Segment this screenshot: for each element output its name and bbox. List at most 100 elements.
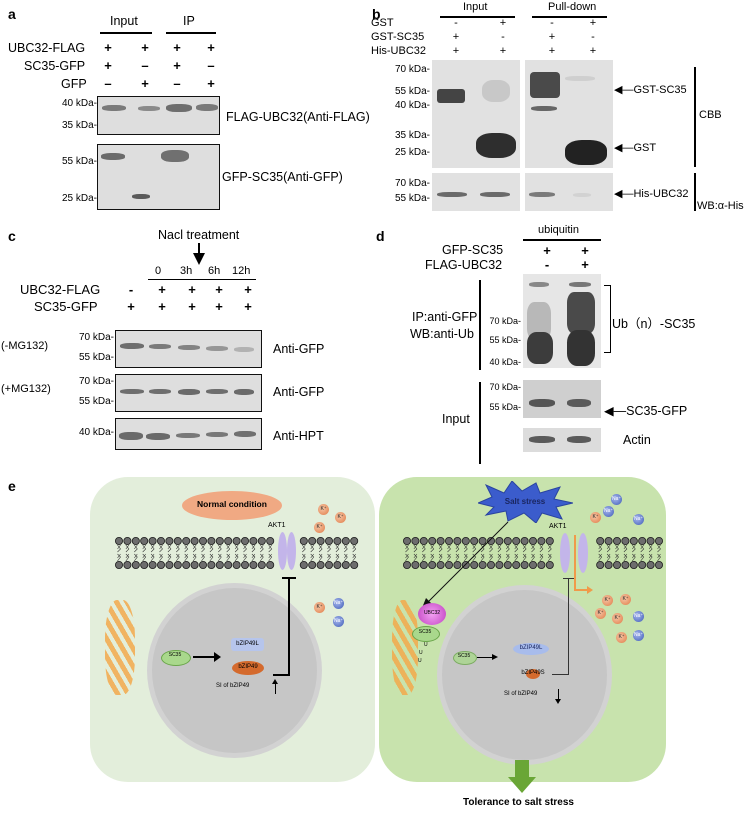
lipid-head bbox=[173, 560, 182, 569]
lipid-head bbox=[419, 560, 428, 569]
kda-marker: 70 kDa- bbox=[394, 178, 430, 189]
lipid-head bbox=[207, 537, 216, 545]
bzip49-label: bZIP49 bbox=[238, 664, 258, 670]
si-label: SI of bZIP49 bbox=[504, 691, 538, 697]
lipid-head bbox=[529, 560, 538, 569]
k-ion: K⁺ bbox=[612, 613, 623, 624]
lipid-tail bbox=[352, 544, 357, 562]
condition-label: (+MG132) bbox=[1, 383, 51, 395]
mark: + bbox=[188, 299, 196, 314]
er-organelle bbox=[392, 600, 418, 695]
lipid-tail bbox=[522, 544, 527, 562]
lipid-head bbox=[249, 537, 258, 545]
lipid-head bbox=[308, 560, 317, 569]
mark: + bbox=[244, 282, 252, 297]
lipid-head bbox=[341, 537, 350, 545]
lipid-head bbox=[487, 560, 496, 569]
lipid-tail bbox=[142, 544, 147, 562]
mark: – bbox=[207, 58, 215, 73]
mark: - bbox=[544, 257, 550, 272]
ub-label: Ub（n）-SC35 bbox=[612, 317, 696, 331]
k-ion: K⁺ bbox=[620, 594, 631, 605]
lipid-head bbox=[612, 560, 621, 569]
mark: + bbox=[141, 76, 149, 91]
lipid-tail bbox=[134, 544, 138, 562]
kda-marker: 25 kDa- bbox=[394, 147, 430, 158]
row-label: His-UBC32 bbox=[371, 45, 427, 57]
lipid-head bbox=[157, 537, 166, 545]
lipid-tail bbox=[489, 544, 493, 562]
lipid-tail bbox=[405, 544, 409, 562]
lipid-head bbox=[445, 560, 454, 569]
up-arrow-icon bbox=[275, 682, 276, 694]
group-input-label: Input bbox=[463, 1, 488, 13]
mark: – bbox=[141, 58, 149, 73]
na-ion: Na⁺ bbox=[333, 598, 344, 609]
arrow-right-icon bbox=[193, 656, 215, 658]
lipid-head bbox=[199, 560, 208, 569]
mark: + bbox=[141, 40, 149, 55]
ubc32-protein bbox=[418, 603, 446, 625]
lipid-head bbox=[503, 560, 512, 569]
lipid-head bbox=[190, 560, 199, 569]
ip-bracket bbox=[479, 280, 481, 370]
blot-minus-mg132 bbox=[115, 330, 262, 368]
panel-d-label: d bbox=[376, 228, 385, 244]
lipid-head bbox=[266, 537, 275, 545]
lipid-tail bbox=[615, 544, 619, 562]
lipid-head bbox=[148, 537, 157, 545]
lipid-head bbox=[266, 560, 275, 569]
arrow-text: SC35-GFP bbox=[626, 404, 688, 418]
lipid-head bbox=[148, 560, 157, 569]
salt-signal-arrow bbox=[422, 521, 509, 608]
ub-tag: U bbox=[424, 642, 428, 648]
row-label: GST bbox=[371, 17, 394, 29]
kda-marker: 55 kDa- bbox=[78, 352, 114, 363]
lipid-head bbox=[182, 537, 191, 545]
lipid-head bbox=[629, 537, 638, 545]
lipid-head bbox=[470, 560, 479, 569]
lipid-head bbox=[115, 537, 123, 545]
wb-label: WB:anti-Ub bbox=[410, 327, 474, 341]
inhibition-line bbox=[568, 578, 569, 675]
sc35-nucleus-protein bbox=[453, 651, 477, 665]
treatment-arrowhead-icon bbox=[193, 253, 205, 265]
mark: - bbox=[454, 17, 458, 29]
blot-label: FLAG-UBC32(Anti-FLAG) bbox=[226, 110, 370, 124]
lipid-tail bbox=[184, 544, 189, 562]
kda-marker: 40 kDa- bbox=[61, 98, 97, 109]
lipid-tail bbox=[531, 544, 535, 562]
k-ion: K⁺ bbox=[616, 632, 627, 643]
k-ion: K⁺ bbox=[595, 608, 606, 619]
panel-b-label: b bbox=[372, 6, 381, 22]
kda-marker: 25 kDa- bbox=[61, 193, 97, 204]
mark: + bbox=[158, 299, 166, 314]
bzip49l-box bbox=[231, 638, 264, 651]
mark: + bbox=[127, 299, 135, 314]
lipid-head bbox=[257, 537, 266, 545]
lipid-head bbox=[157, 560, 166, 569]
lipid-head bbox=[470, 537, 479, 545]
mark: + bbox=[452, 45, 460, 57]
arrow-label-gst-sc35: ◀—GST-SC35 bbox=[614, 84, 687, 96]
lipid-tail bbox=[606, 544, 611, 562]
bzip49l-label: bZIP49L bbox=[519, 645, 543, 651]
mark: + bbox=[499, 17, 507, 29]
lipid-head bbox=[461, 537, 470, 545]
si-label: SI of bZIP49 bbox=[216, 683, 250, 689]
k-ion: K⁺ bbox=[314, 602, 325, 613]
na-ion: Na⁺ bbox=[633, 611, 644, 622]
lipid-head bbox=[199, 537, 208, 545]
up-arrowhead-icon bbox=[272, 679, 278, 684]
lipid-tail bbox=[310, 544, 315, 562]
sc35-nucleus-label: SC35 bbox=[457, 653, 471, 659]
lipid-head bbox=[537, 537, 546, 545]
blot-label: Anti-HPT bbox=[273, 429, 324, 443]
kda-marker: 70 kDa- bbox=[78, 376, 114, 387]
lipid-head bbox=[316, 560, 325, 569]
lipid-head bbox=[131, 537, 140, 545]
lipid-head bbox=[232, 537, 241, 545]
sc35-protein bbox=[412, 626, 440, 642]
kda-marker: 55 kDa- bbox=[78, 396, 114, 407]
lipid-tail bbox=[234, 544, 239, 562]
